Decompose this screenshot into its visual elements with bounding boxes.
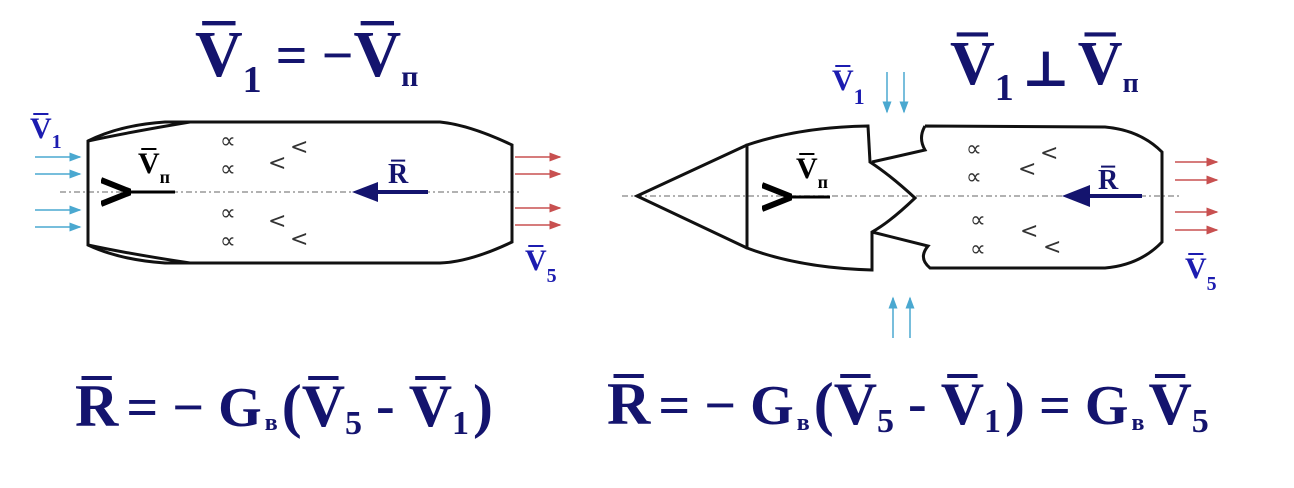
inflow-arrows bbox=[35, 152, 82, 232]
svg-text:V1⊥Vп: V1⊥Vп bbox=[950, 30, 1139, 109]
svg-text:<: < bbox=[268, 209, 286, 234]
inflow-arrows-bottom bbox=[888, 296, 915, 338]
right-v5-label: V5 bbox=[1185, 252, 1217, 295]
front-section bbox=[745, 124, 918, 272]
svg-text:<: < bbox=[1020, 219, 1038, 244]
inlet-lip-bottom bbox=[87, 243, 191, 265]
turbine-symbols: < < < < bbox=[268, 135, 308, 252]
svg-text:∝: ∝ bbox=[970, 237, 986, 262]
svg-text:V5: V5 bbox=[1185, 252, 1217, 295]
right-vp-label: Vп bbox=[796, 152, 828, 192]
svg-text:V1= −Vп: V1= −Vп bbox=[195, 18, 418, 101]
outflow-arrows bbox=[515, 152, 562, 230]
svg-text:R: R bbox=[388, 159, 409, 190]
svg-text:Vп: Vп bbox=[138, 147, 170, 187]
svg-text:∝: ∝ bbox=[220, 229, 236, 254]
svg-text:Vп: Vп bbox=[796, 152, 828, 192]
thrust-arrow-head bbox=[352, 182, 378, 202]
left-engine: ∝ ∝ ∝ ∝ < < < < V1 Vп R V5 bbox=[30, 112, 562, 287]
svg-text:∝: ∝ bbox=[220, 129, 236, 154]
right-v1-label: V1 bbox=[832, 64, 865, 109]
svg-text:V1: V1 bbox=[832, 64, 865, 109]
turbine-symbols: < < < < bbox=[1018, 141, 1061, 260]
svg-text:<: < bbox=[290, 135, 308, 160]
rear-section bbox=[871, 124, 1164, 270]
left-v1-label: V1 bbox=[30, 112, 62, 153]
svg-text:<: < bbox=[1040, 141, 1058, 166]
svg-text:V1: V1 bbox=[30, 112, 62, 153]
svg-text:<: < bbox=[290, 227, 308, 252]
svg-text:V5: V5 bbox=[525, 244, 557, 287]
outflow-arrows bbox=[1175, 157, 1219, 235]
right-r-label: R bbox=[1098, 165, 1119, 196]
svg-text:R: R bbox=[1098, 165, 1119, 196]
left-title-equation: V1= −Vп bbox=[195, 18, 418, 101]
left-vp-label: Vп bbox=[138, 147, 170, 187]
svg-text:<: < bbox=[1018, 157, 1036, 182]
right-engine: ∝ ∝ ∝ ∝ < < < < V1 Vп R V5 bbox=[622, 64, 1219, 338]
engine-body bbox=[86, 120, 514, 265]
svg-text:<: < bbox=[1043, 235, 1061, 260]
svg-text:∝: ∝ bbox=[220, 157, 236, 182]
svg-text:∝: ∝ bbox=[970, 208, 986, 233]
compressor-symbols: ∝ ∝ ∝ ∝ bbox=[966, 137, 986, 262]
nose-cone bbox=[633, 143, 748, 250]
svg-text:<: < bbox=[268, 151, 286, 176]
svg-text:∝: ∝ bbox=[966, 137, 982, 162]
right-title-equation: V1⊥Vп bbox=[950, 30, 1139, 109]
left-v5-label: V5 bbox=[525, 244, 557, 287]
inflow-arrows-top bbox=[882, 72, 909, 114]
svg-text:∝: ∝ bbox=[220, 201, 236, 226]
thrust-arrow-head bbox=[1062, 185, 1090, 207]
left-r-label: R bbox=[388, 159, 409, 190]
compressor-symbols: ∝ ∝ ∝ ∝ bbox=[220, 129, 236, 254]
svg-text:R= − Gв(V5-V1): R= − Gв(V5-V1) bbox=[75, 373, 493, 442]
inlet-lip-top bbox=[87, 120, 191, 143]
svg-text:∝: ∝ bbox=[966, 165, 982, 190]
